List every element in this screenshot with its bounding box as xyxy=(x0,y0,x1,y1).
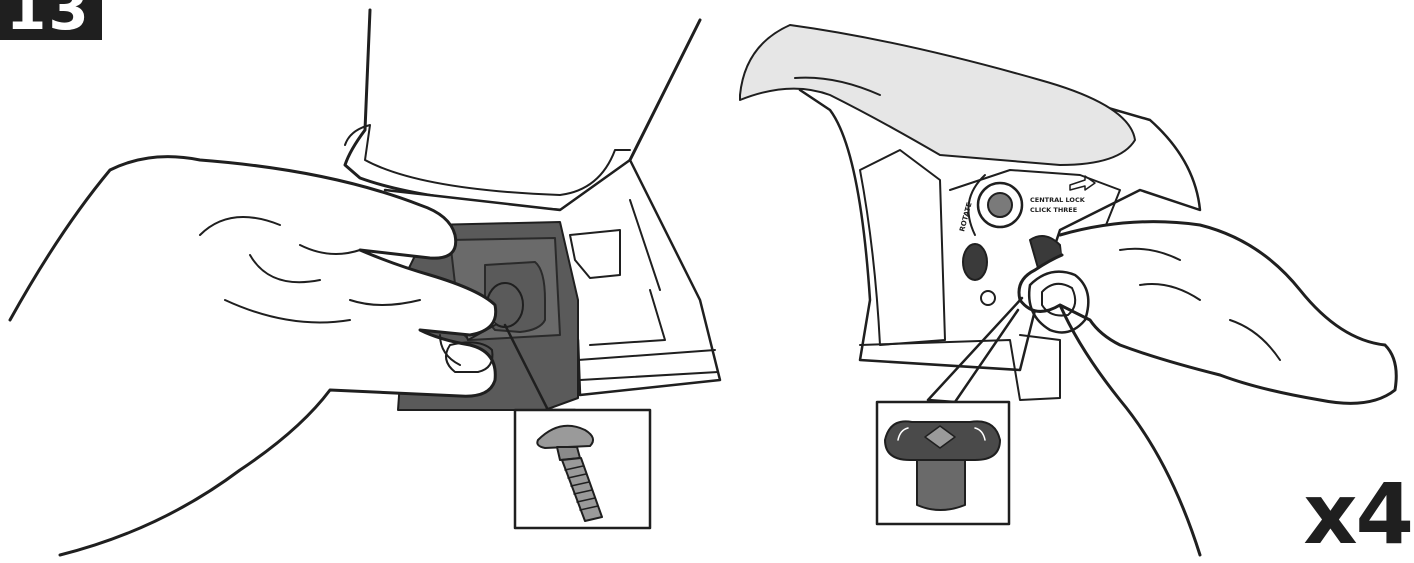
sticker-line-1: CENTRAL LOCK xyxy=(1030,196,1086,204)
right-foot-base xyxy=(859,334,1061,401)
housing-rim xyxy=(344,124,631,196)
sticker-arrow xyxy=(1069,175,1096,191)
step-number: 13 xyxy=(6,0,91,40)
roof-pad xyxy=(739,24,1136,166)
foot-housing xyxy=(343,8,702,212)
left-hand-creases xyxy=(199,216,461,366)
quantity-label: x4 xyxy=(1303,465,1414,563)
right-thumb xyxy=(1027,270,1090,334)
left-scene xyxy=(8,8,722,557)
foot-lower-lip xyxy=(577,349,719,381)
left-thumbnail xyxy=(445,341,494,373)
screw-head xyxy=(980,290,996,306)
right-thumbnail xyxy=(1041,282,1077,317)
lock-keyhole xyxy=(987,192,1013,218)
foot-detail xyxy=(569,199,666,346)
rotate-arrow xyxy=(967,174,986,236)
carriage-bolt-icon xyxy=(536,424,603,522)
sticker-line-2: CLICK THREE xyxy=(1030,206,1077,214)
roof-pad-edge xyxy=(794,76,881,96)
right-hand xyxy=(1017,220,1398,557)
right-scene: ROTATE CENTRAL LOCK CLICK THREE xyxy=(739,24,1398,557)
step-number-badge: 13 xyxy=(0,0,102,40)
side-knob xyxy=(962,243,988,281)
right-hand-creases xyxy=(1119,247,1281,361)
left-hand xyxy=(8,155,498,557)
tightening-knob-icon xyxy=(884,420,1001,511)
